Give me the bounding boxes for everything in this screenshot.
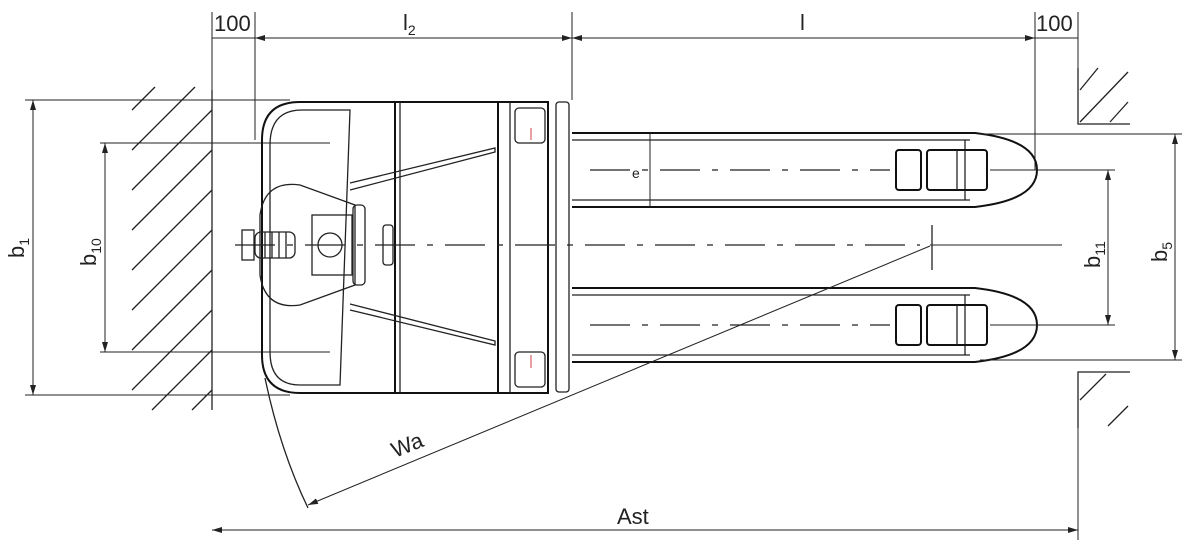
truck-body bbox=[261, 101, 570, 394]
left-wall-hatch bbox=[131, 86, 213, 411]
wa-dimension bbox=[307, 245, 931, 506]
b5-label: b5 bbox=[1147, 242, 1175, 262]
turning-radius-arc bbox=[264, 377, 309, 509]
b11-label: b11 bbox=[1080, 241, 1108, 268]
front-clearance-label: 100 bbox=[1036, 11, 1073, 36]
e-label: e bbox=[632, 165, 640, 181]
top-dimension-chain bbox=[211, 12, 1079, 170]
b1-dimension bbox=[25, 99, 290, 396]
b10-label: b10 bbox=[76, 238, 104, 266]
rear-clearance-label: 100 bbox=[214, 11, 251, 36]
b1-label: b1 bbox=[4, 238, 32, 258]
b10-dimension bbox=[100, 142, 330, 353]
ast-label: Ast bbox=[617, 504, 649, 529]
right-wall-hatch-bottom bbox=[1077, 371, 1130, 428]
l2-label: l2 bbox=[403, 10, 416, 38]
l-label: l bbox=[800, 10, 805, 35]
right-wall-hatch-top bbox=[1077, 67, 1130, 125]
